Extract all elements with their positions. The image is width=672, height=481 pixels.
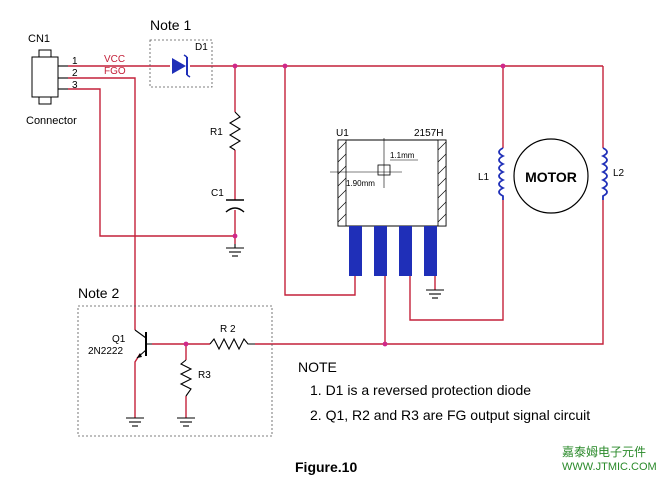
note2-label: Note 2	[78, 285, 119, 301]
connector-ref-label: CN1	[28, 33, 50, 45]
r2-label: R 2	[220, 324, 236, 335]
c1-label: C1	[211, 188, 224, 199]
capacitor-c1	[225, 199, 245, 213]
note2-box	[77, 305, 273, 437]
r1-label: R1	[210, 127, 223, 138]
ground-c1-icon	[226, 244, 244, 257]
fgo-signal-label: FGO	[104, 66, 126, 77]
ic-u1	[330, 138, 447, 276]
note1-label: Note 1	[150, 17, 191, 33]
connector-name-label: Connector	[26, 115, 77, 127]
watermark-url: WWW.JTMIC.COM	[562, 461, 657, 473]
inductor-l2	[600, 147, 608, 200]
note-item-2: 2. Q1, R2 and R3 are FG output signal ci…	[310, 407, 590, 423]
ground-r3-icon	[177, 417, 195, 427]
motor-label: MOTOR	[525, 169, 577, 185]
vcc-signal-label: VCC	[104, 54, 125, 65]
resistor-r3	[179, 359, 193, 397]
pin-2-label: 2	[72, 68, 78, 79]
inductor-l1	[498, 147, 506, 200]
wires	[68, 65, 604, 418]
l1-label: L1	[478, 172, 490, 183]
transistor-q1	[134, 329, 152, 359]
l2-label: L2	[613, 168, 625, 179]
dim-1-label: 1.1mm	[390, 151, 415, 160]
ground-q1-icon	[126, 417, 144, 427]
connector-cn1	[31, 49, 68, 105]
diode-d1	[172, 54, 191, 78]
resistor-r2	[209, 337, 255, 351]
d1-label: D1	[195, 42, 208, 53]
motor-circle	[513, 138, 589, 214]
watermark-chinese: 嘉泰姆电子元件	[562, 445, 646, 459]
u1-label: U1	[336, 128, 349, 139]
connector-tab-top	[38, 49, 52, 58]
q1-part-label: 2N2222	[88, 346, 123, 357]
u1-part-label: 2157H	[414, 128, 443, 139]
pin-3-label: 3	[72, 80, 78, 91]
r3-label: R3	[198, 370, 211, 381]
q1-label: Q1	[112, 334, 126, 345]
note-heading: NOTE	[298, 359, 337, 375]
connector-body	[31, 56, 59, 98]
connector-tab-bottom	[38, 96, 52, 105]
figure-caption: Figure.10	[295, 459, 357, 475]
resistor-r1	[228, 111, 242, 151]
junction-dots	[183, 63, 506, 347]
note-item-1: 1. D1 is a reversed protection diode	[310, 382, 531, 398]
dim-2-label: 1.90mm	[346, 179, 375, 188]
pin-1-label: 1	[72, 56, 78, 67]
ground-u1-icon	[426, 289, 444, 299]
note1-box	[149, 39, 213, 88]
